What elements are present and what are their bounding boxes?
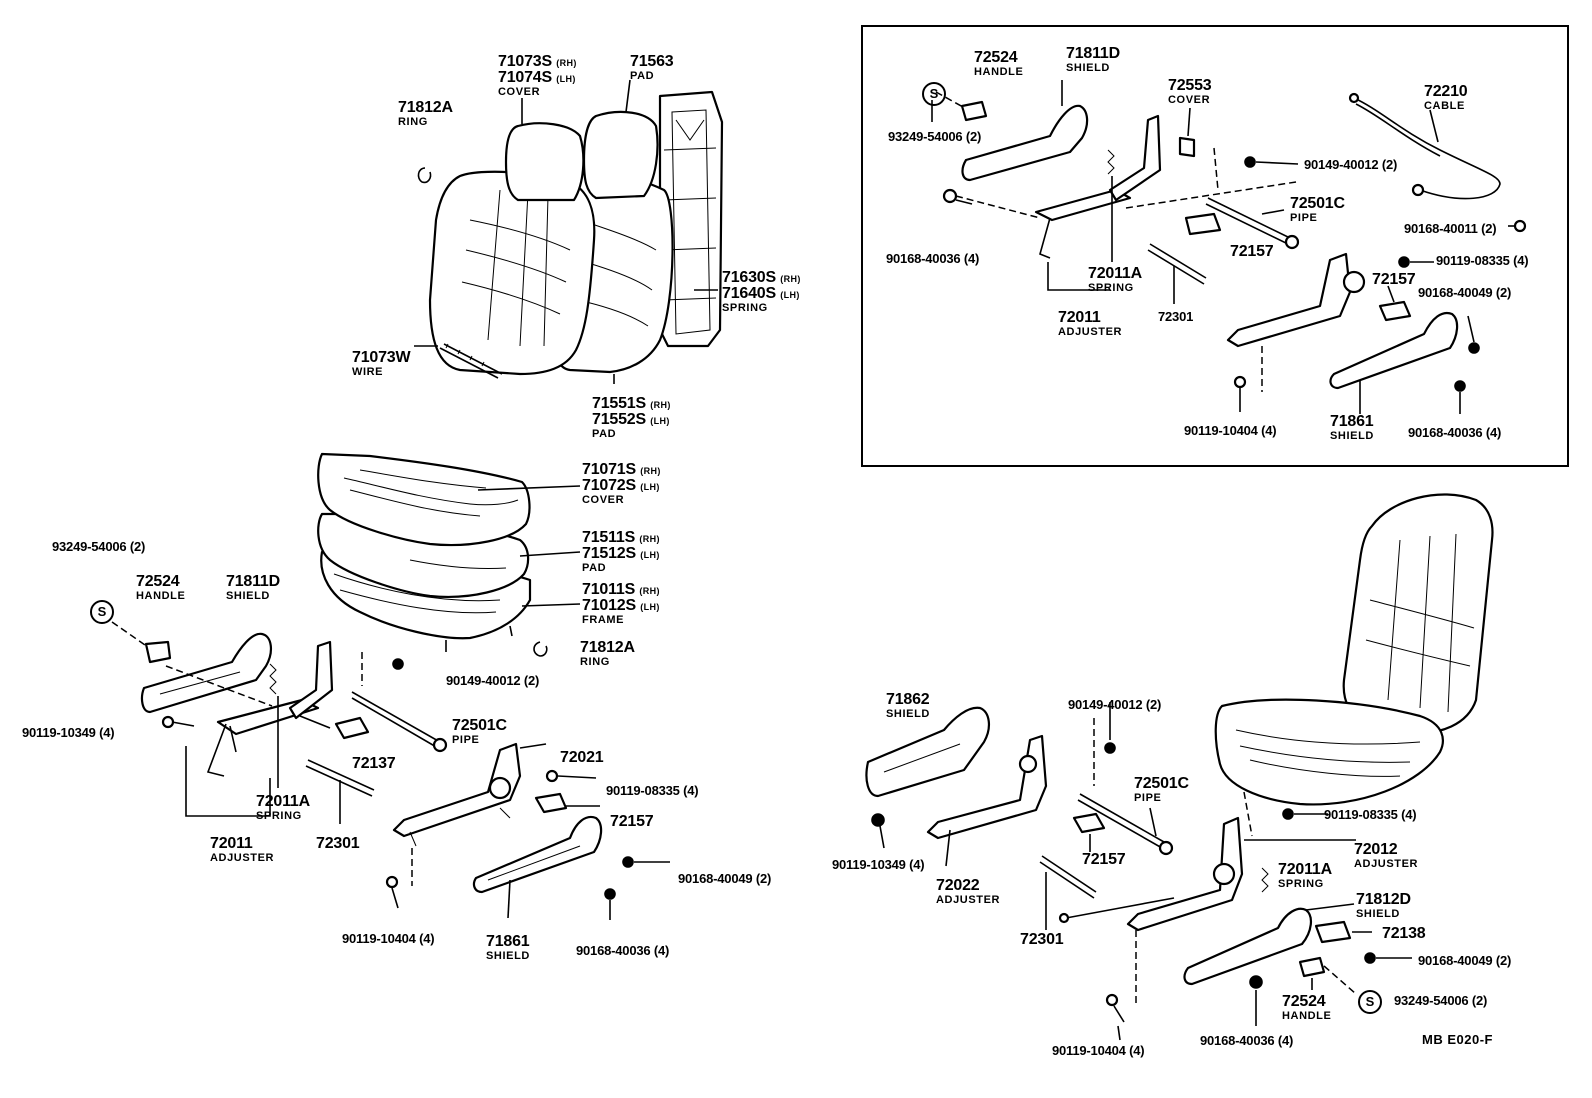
left-shield-bottom-label: 71861 SHIELD [486,933,530,962]
right-shield-bottom-label: 71812D SHIELD [1356,891,1411,920]
cushion-pad-label: 71511S (RH) 71512S (LH) PAD [582,529,660,574]
inset-frame [861,25,1569,467]
inset-bolt-g-label: 90168-40011 (2) [1404,221,1497,236]
inset-72301-label: 72301 [1158,309,1194,324]
left-adjuster-label: 72011 ADJUSTER [210,835,275,864]
left-bolt-c-label: 90119-08335 (4) [606,783,699,798]
inset-bolt-d-label: 90168-40049 (2) [1418,285,1512,300]
right-s-symbol: S [1358,990,1382,1014]
left-pipe-label: 72501C PIPE [452,717,507,746]
backrest-pad-label: 71551S (RH) 71552S (LH) PAD [592,395,671,440]
inset-adjuster-label: 72011 ADJUSTER [1058,309,1123,338]
cushion-frame-label: 71011S (RH) 71012S (LH) FRAME [582,581,660,626]
inset-cable-label: 72210 CABLE [1424,83,1468,112]
inset-s-symbol: S [922,82,946,106]
right-screw-s-label: 93249-54006 (2) [1394,993,1488,1008]
inset-bolt-c-label: 90119-08335 (4) [1436,253,1529,268]
inset-bolt-f2-label: 90168-40036 (4) [1408,425,1502,440]
inset-shield-top-label: 71811D SHIELD [1066,45,1120,74]
backrest-ring-label: 71812A RING [398,99,453,128]
inset-handle-label: 72524 HANDLE [974,49,1024,78]
left-shield-top-label: 71811D SHIELD [226,573,280,602]
left-screw-s-label: 93249-54006 (2) [52,539,146,554]
left-adjuster-illustration [111,621,670,920]
left-bolt-b-label: 90119-10349 (4) [22,725,115,740]
inset-pipe-label: 72501C PIPE [1290,195,1345,224]
left-handle-label: 72524 HANDLE [136,573,186,602]
right-spring-label: 72011A SPRING [1278,861,1332,890]
backrest-pad-top-label: 71563 PAD [630,53,674,82]
left-bolt-a-label: 90149-40012 (2) [446,673,540,688]
left-72137-label: 72137 [352,755,396,772]
left-72157-label: 72157 [610,813,654,830]
left-spring-label: 72011A SPRING [256,793,310,822]
inset-bolt-e-label: 90119-10404 (4) [1184,423,1277,438]
inset-bolt-a-label: 90149-40012 (2) [1304,157,1398,172]
right-bolt-f-label: 90168-40036 (4) [1200,1033,1294,1048]
inset-spring-label: 72011A SPRING [1088,265,1142,294]
cushion-illustration [317,452,581,657]
diagram-code: MB E020-F [1422,1032,1493,1047]
left-bolt-e-label: 90119-10404 (4) [342,931,435,946]
left-bolt-d-label: 90168-40049 (2) [678,871,772,886]
left-s-symbol: S [90,600,114,624]
backrest-spring-label: 71630S (RH) 71640S (LH) SPRING [722,269,801,314]
cushion-ring-label: 71812A RING [580,639,635,668]
inset-72157a-label: 72157 [1230,243,1274,260]
right-adjuster-b-label: 72022 ADJUSTER [936,877,1001,906]
right-bolt-a-label: 90149-40012 (2) [1068,697,1162,712]
right-adjuster-a-label: 72012 ADJUSTER [1354,841,1419,870]
right-72301-label: 72301 [1020,931,1064,948]
inset-72157b-label: 72157 [1372,271,1416,288]
right-bolt-c-label: 90119-08335 (4) [1324,807,1417,822]
backrest-illustration [414,79,724,384]
backrest-wire-label: 71073W WIRE [352,349,411,378]
inset-screw-s-label: 93249-54006 (2) [888,129,982,144]
right-bolt-e-label: 90119-10404 (4) [1052,1043,1145,1058]
inset-bolt-f1-label: 90168-40036 (4) [886,251,980,266]
right-bolt-b-label: 90119-10349 (4) [832,857,925,872]
right-72138-label: 72138 [1382,925,1426,942]
right-seat-illustration [865,493,1494,1041]
left-72021-label: 72021 [560,749,604,766]
left-bolt-f-label: 90168-40036 (4) [576,943,670,958]
left-72301-label: 72301 [316,835,360,852]
inset-shield-bottom-label: 71861 SHIELD [1330,413,1374,442]
right-pipe-label: 72501C PIPE [1134,775,1189,804]
cushion-cover-label: 71071S (RH) 71072S (LH) COVER [582,461,661,506]
inset-cover-label: 72553 COVER [1168,77,1212,106]
right-bolt-d-label: 90168-40049 (2) [1418,953,1512,968]
right-72157-label: 72157 [1082,851,1126,868]
backrest-cover-label: 71073S (RH) 71074S (LH) COVER [498,53,577,98]
inset-adjuster-illustration [931,80,1527,414]
right-shield-top-label: 71862 SHIELD [886,691,930,720]
right-handle-label: 72524 HANDLE [1282,993,1332,1022]
